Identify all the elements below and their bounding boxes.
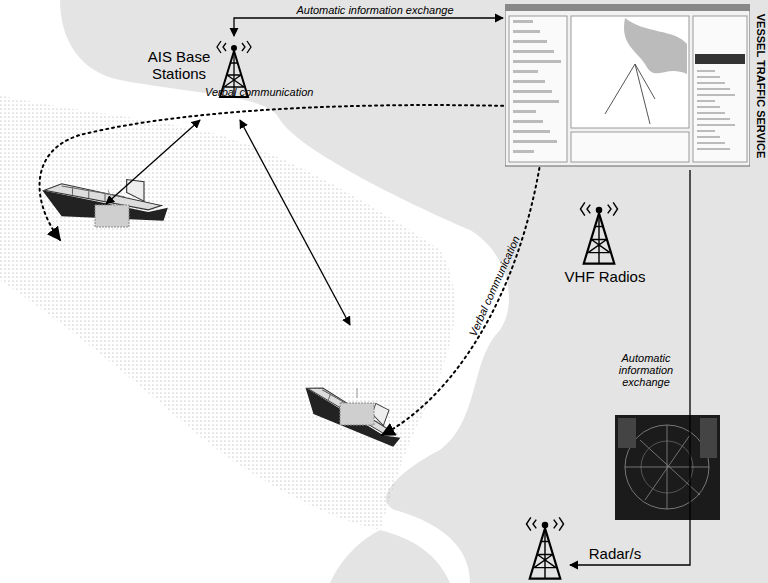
vts-panel: VESSEL TRAFFIC SERVICE xyxy=(505,4,767,168)
station-label: AIS Base Stations xyxy=(140,48,218,82)
vts-screen xyxy=(505,4,750,168)
station-node: Radar/s xyxy=(520,515,650,581)
connector xyxy=(570,170,690,565)
connector xyxy=(234,18,503,36)
verbal-label: Verbal communication xyxy=(205,86,313,98)
edge-label: Automatic information exchange xyxy=(265,4,485,16)
station-node: VHF Radios xyxy=(560,200,650,300)
station-label: Radar/s xyxy=(580,545,650,562)
vertical-heading: VESSEL TRAFFIC SERVICE xyxy=(754,4,767,168)
station-label: VHF Radios xyxy=(560,268,650,285)
edge-label: Automatic information exchange xyxy=(610,352,682,388)
radar-screen xyxy=(615,415,720,520)
